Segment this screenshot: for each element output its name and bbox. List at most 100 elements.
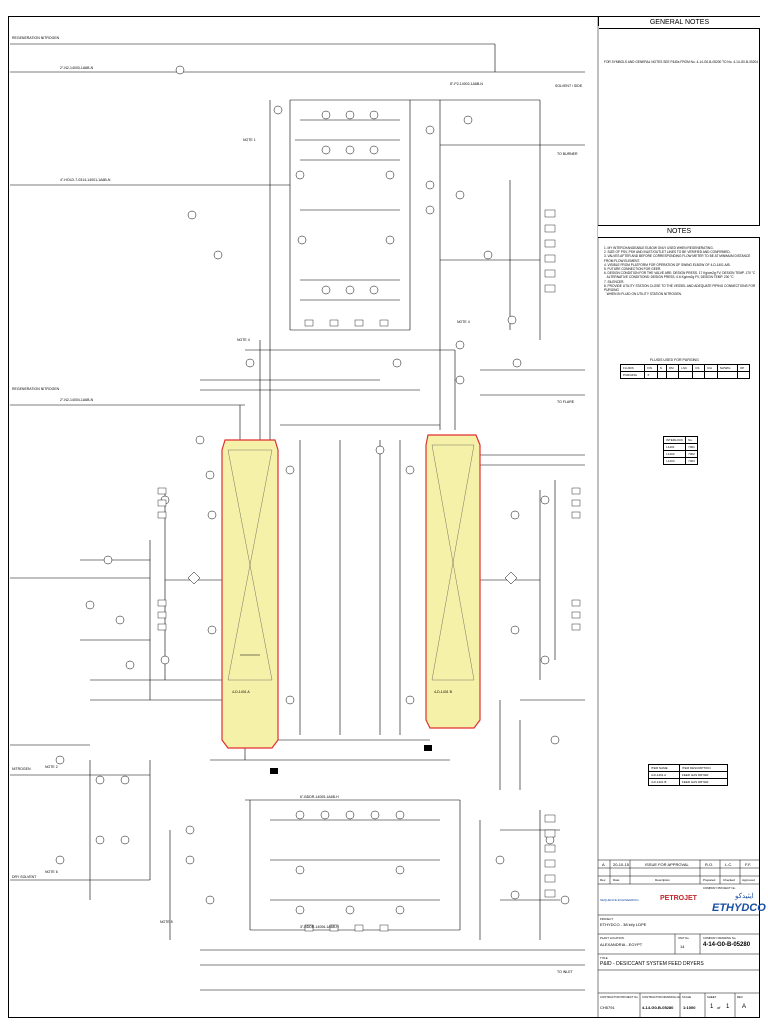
- table-cell: CIA: [704, 364, 718, 372]
- contractor-project-no: CH5791: [600, 1005, 615, 1010]
- table-cell: FLUIDS: [619, 364, 646, 372]
- table-cell: I-1401: [662, 443, 687, 451]
- sheet-label: SHEET: [707, 995, 717, 999]
- contractor-logo: SEQUENCE ENGINEERING: [600, 898, 639, 902]
- table-cell: INTERLOCK: [662, 436, 687, 444]
- unit-value: 14: [680, 944, 685, 949]
- vessel-a-tag: 4-D-1401 A: [232, 690, 250, 694]
- line-main-top-label: 8"-P2-14002-1A6B-N: [450, 82, 483, 86]
- note5-label: NOTE 5: [160, 920, 173, 924]
- table-cell: [692, 371, 705, 379]
- note-item: 1. MY INTERCHANGEABLE ELBOW ONLY USED WH…: [604, 246, 714, 250]
- table-cell: [704, 371, 718, 379]
- col-description: Description: [655, 878, 671, 882]
- table-cell: 7001: [685, 443, 698, 451]
- note2-label: NOTE 2: [45, 765, 58, 769]
- ethydco-arabic-logo: ايثيدكو: [735, 893, 754, 900]
- to-burner-label: TO BURNER: [557, 152, 578, 156]
- scale-value: 1:1000: [683, 1005, 696, 1010]
- note6-label: NOTE 6: [45, 870, 58, 874]
- table-cell: I-1403: [662, 457, 687, 465]
- regen-n2-label-top: REGENERATION NITROGEN: [12, 36, 60, 40]
- title-label: TITLE: [600, 956, 608, 960]
- table-cell: [716, 371, 738, 379]
- solvent-label: SOLVENT / SIDE: [555, 84, 583, 88]
- sheet-value: 1: [710, 1004, 714, 1010]
- line-feed-label: 4"-HOLD-7-0314-14001-1A6B-N: [60, 178, 111, 182]
- table-cell: N2/WIG: [716, 364, 738, 372]
- table-cell: 7003: [685, 457, 698, 465]
- unit-label: UNIT No.: [678, 936, 690, 940]
- table-cell: OP: [736, 364, 751, 372]
- note-item: 4. VISIBLE FROM PLATFORM FOR OPERATION O…: [604, 262, 731, 267]
- vessel-a: [221, 439, 279, 749]
- contractor-drawing-no: 4-14-G0-B-05280: [642, 1005, 674, 1010]
- vessel-b: [425, 434, 481, 729]
- table-cell: [678, 371, 694, 379]
- notes-title: NOTES: [598, 225, 760, 238]
- contractor-drawing-label: CONTRACTOR DRAWING No.: [642, 995, 682, 999]
- note-item: 6. DESIGN CONDITION FOR THE VALVE ARE: D…: [604, 271, 756, 276]
- col-date: Date: [613, 878, 620, 882]
- table-cell: [736, 371, 751, 379]
- table-cell: FW: [644, 364, 658, 372]
- table-cell: ITEM DESCRIPTION: [679, 764, 728, 772]
- table-cell: 4-D-1401 B: [647, 778, 681, 786]
- table-cell: [665, 371, 680, 379]
- table-cell: ITEM NAME: [647, 764, 681, 772]
- line-bottom2-label: 3"-BDDR-14006-1A6B-H: [300, 925, 339, 929]
- title-rev: A: [742, 1004, 747, 1010]
- sheet-total: 1: [726, 1004, 730, 1010]
- table-cell: X: [644, 371, 658, 379]
- note-item: WHEN IN FLUID ON UTILITY STATION NITROGE…: [604, 292, 682, 297]
- col-rev: Rev.: [600, 878, 606, 882]
- purging-table-caption: FLUIDS USED FOR PURGING: [650, 358, 699, 362]
- regen-n2-label-mid: REGENERATION NITROGEN: [12, 387, 60, 391]
- notes-list: 1. MY INTERCHANGEABLE ELBOW ONLY USED WH…: [600, 244, 763, 298]
- note-item: 7. SILENCER.: [604, 279, 625, 284]
- location-label: PLANT LOCATION: [600, 936, 624, 940]
- table-cell: CS: [692, 364, 705, 372]
- line-regen-top-label: 2"-N2-14003-1A6B-N: [60, 66, 94, 70]
- note-item: 3. VALVES AFTER AND BEFORE CORRESPONDING…: [604, 254, 752, 263]
- table-cell: PURGING: [619, 371, 646, 379]
- note-item: 2. SIZE OF PSV, PSH AND INLET/OUTLET LIN…: [604, 250, 731, 255]
- project-label: PROJECT: [600, 917, 614, 921]
- rev-value: A: [602, 862, 605, 867]
- table-cell: DM: [665, 364, 680, 372]
- drawing-number: 4-14-G0-B-05280: [703, 942, 751, 948]
- location-value: ALEXANDRIA - EGYPT: [600, 942, 643, 947]
- petrojet-logo: PETROJET: [660, 895, 697, 902]
- drawing-label: COMPANY DRAWING No.: [703, 936, 737, 940]
- col-checked: Checked: [723, 878, 735, 882]
- note4b-label: NOTE 4: [457, 320, 470, 324]
- general-notes-body: FOR SYMBOLS AND GENERAL NOTES SEE P&IDs …: [604, 60, 759, 64]
- rev-checked: L.C.: [725, 862, 733, 867]
- contractor-project-label: CONTRACTOR PROJECT No.: [600, 995, 639, 999]
- drawing-title: P&ID - DESICCANT SYSTEM FEED DRYERS: [600, 961, 704, 967]
- sheet-of: of: [717, 1005, 721, 1010]
- table-cell: LSC: [678, 364, 694, 372]
- note-item: ALTERNATIVE CONDITIONS: DESIGN PRESS. 0.…: [604, 275, 734, 280]
- general-notes-title: GENERAL NOTES: [599, 16, 760, 29]
- table-cell: FEED GAS DRYER: [679, 771, 728, 779]
- note-item: 8. PROVIDE UTILITY STATION CLOSE TO THE …: [604, 283, 757, 293]
- company-project-label: COMPANY PROJECT No.: [703, 886, 736, 890]
- rev-description: ISSUE FOR APPROVAL: [645, 862, 689, 867]
- rev-approved: F.F.: [745, 862, 752, 867]
- general-notes-panel: GENERAL NOTES: [598, 16, 760, 29]
- vessel-b-tag: 4-D-1401 B: [434, 690, 452, 694]
- note-item: 5. FUTURE CONNECTION FOR GEER.: [604, 267, 662, 272]
- to-inlet-label: TO INLET: [557, 970, 573, 974]
- col-prepared: Prepared: [703, 878, 716, 882]
